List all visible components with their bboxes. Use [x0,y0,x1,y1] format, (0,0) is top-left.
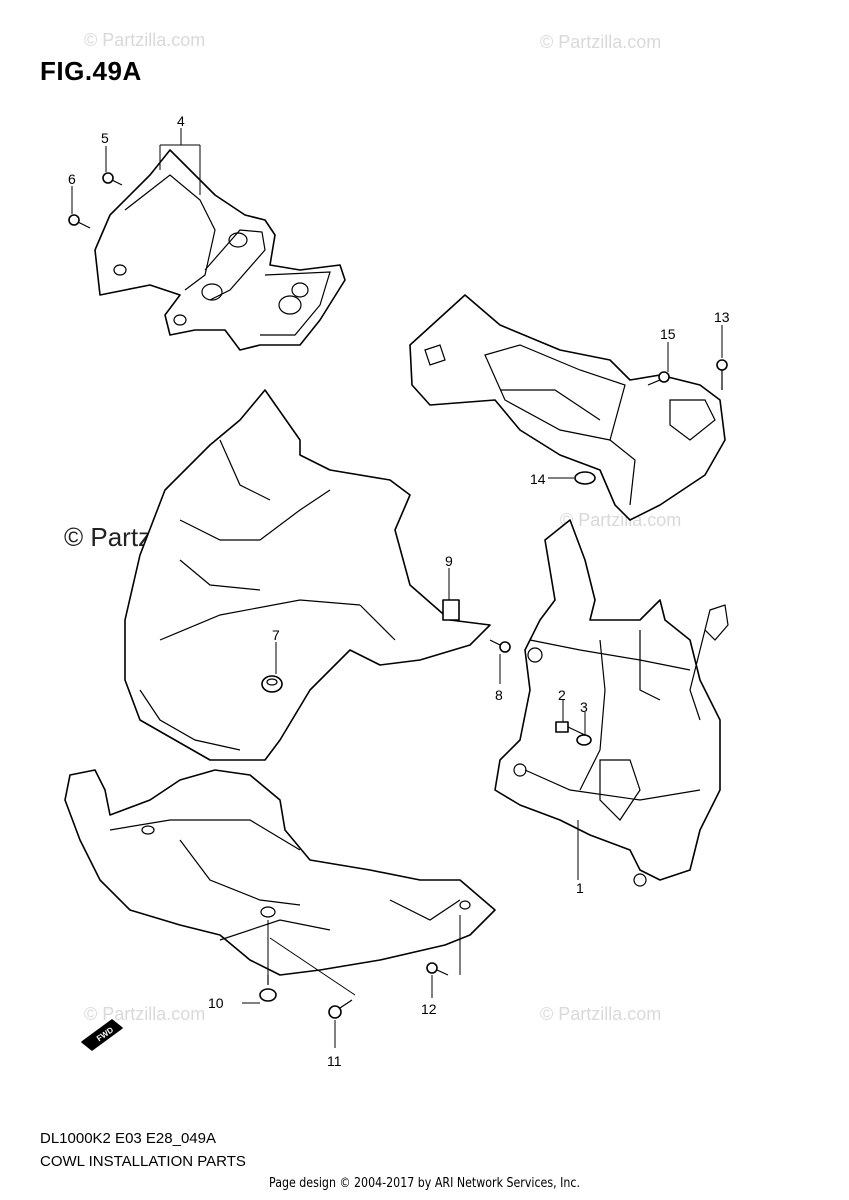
callout-8: 8 [495,687,503,703]
lower-cowl [64,769,496,976]
bolt-part-5 [102,172,123,186]
cowl-bracket-part-4 [94,149,346,351]
washer-part-3 [576,734,592,746]
grommet-part-7 [261,675,283,693]
screw-part-12 [426,962,449,976]
bolt-part-2 [555,721,586,736]
fastener-part-15 [647,371,670,386]
callout-4: 4 [177,113,185,129]
clip-part-9 [442,599,460,621]
callout-2: 2 [558,687,566,703]
screw-part-8 [489,639,511,653]
callout-11: 11 [327,1053,342,1069]
watermark: © Partzilla.com [560,510,682,530]
cowl-frame-part-1 [494,519,729,887]
bolt-part-6 [68,214,91,229]
upper-cowl [124,389,491,761]
callout-numbers: 1 2 3 4 5 6 7 8 9 10 11 12 13 14 15 [68,113,730,1069]
inner-cowl-panel [409,294,726,521]
leader-lines [71,128,723,1048]
callout-13: 13 [714,309,730,325]
callout-7: 7 [272,627,280,643]
watermark: © Partzilla.com [540,1004,662,1024]
watermark: © Partzilla.com [540,32,662,52]
callout-6: 6 [68,171,76,187]
figure-name: COWL INSTALLATION PARTS [40,1153,246,1170]
watermark: © Partzilla.com [84,1004,206,1024]
callout-10: 10 [208,995,224,1011]
callout-14: 14 [530,471,546,487]
callout-5: 5 [101,130,109,146]
figure-title: FIG.49A [40,56,142,86]
fwd-direction-badge: FWD [81,1019,123,1051]
callout-1: 1 [576,880,584,896]
nut-part-14 [574,471,596,485]
screw-part-13 [716,359,728,390]
figure-code: DL1000K2 E03 E28_049A [40,1130,216,1147]
page-footer: Page design © 2004-2017 by ARI Network S… [269,1176,580,1191]
callout-12: 12 [421,1001,437,1017]
callout-15: 15 [660,326,676,342]
callout-3: 3 [580,699,588,715]
watermark: © Partzilla.com [84,30,206,50]
screw-part-11 [328,999,353,1019]
callout-9: 9 [445,553,453,569]
